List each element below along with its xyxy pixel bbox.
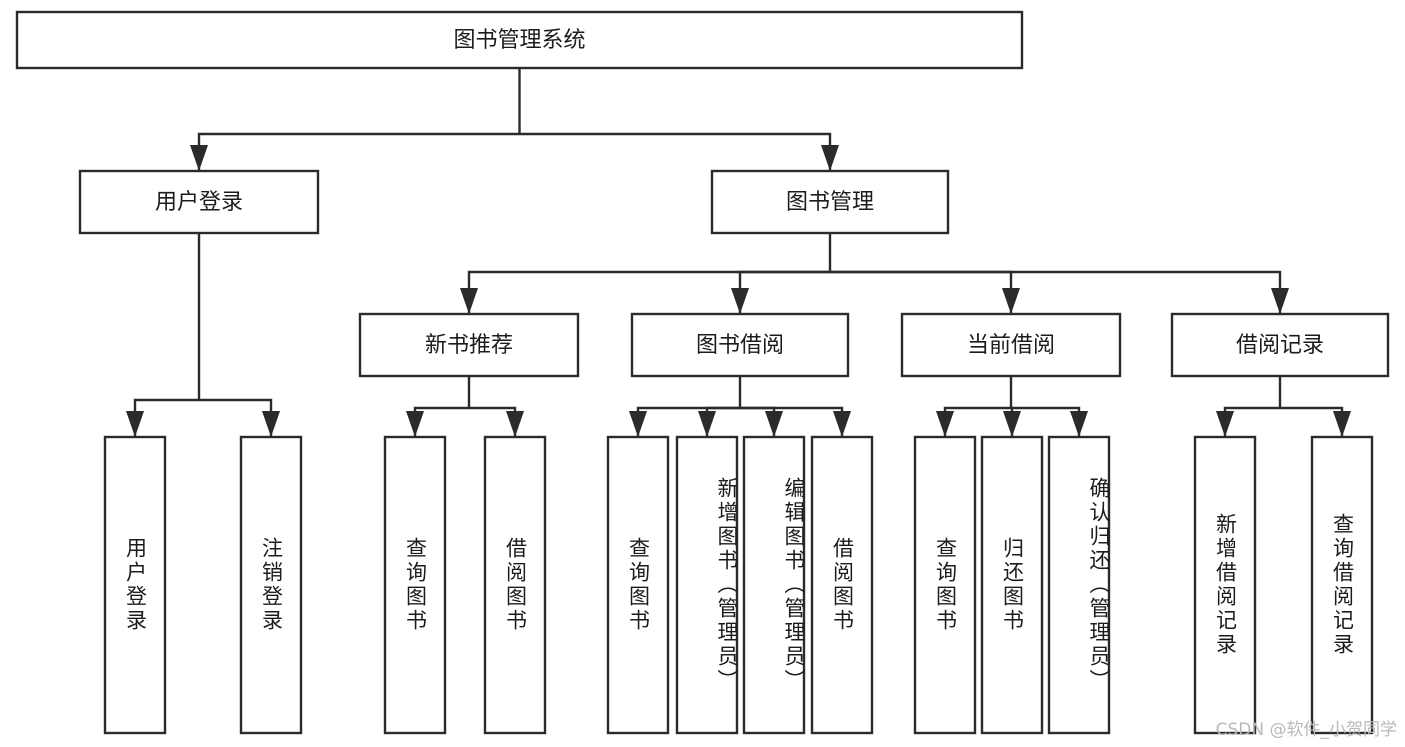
node-box-leaf-edit-book[interactable] [742, 435, 806, 735]
arrow-head-icon [262, 411, 280, 437]
node-box-leaf-query-borrow-record[interactable] [1310, 435, 1374, 735]
arrow-head-icon [1271, 288, 1289, 314]
node-box-leaf-add-borrow-record[interactable] [1193, 435, 1257, 735]
arrow-head-icon [460, 288, 478, 314]
node-box-current-borrow[interactable] [900, 312, 1122, 378]
arrow-head-icon [1070, 411, 1088, 437]
arrow-head-icon [126, 411, 144, 437]
node-box-user-login[interactable] [78, 169, 320, 235]
arrow-head-icon [731, 288, 749, 314]
arrow-head-icon [1002, 288, 1020, 314]
node-box-leaf-confirm-return[interactable] [1047, 435, 1111, 735]
arrow-head-icon [1003, 411, 1021, 437]
arrow-head-icon [1333, 411, 1351, 437]
node-box-leaf-user-login[interactable] [103, 435, 167, 735]
node-label-current-borrow: 当前借阅 [967, 333, 1055, 358]
connector-root-book-management [519, 132, 832, 171]
node-box-borrow-record[interactable] [1170, 312, 1390, 378]
csdn-watermark: CSDN @软件_小贺同学 [1215, 720, 1397, 740]
connector-book-borrow-leaf-borrow-book [740, 406, 844, 437]
connector-book-borrow-leaf-query-book-borrow [636, 406, 740, 437]
node-box-leaf-add-book[interactable] [675, 435, 739, 735]
connector-user-login-leaf-user-login [133, 398, 199, 437]
node-box-new-book-recommend[interactable] [358, 312, 580, 378]
arrow-head-icon [821, 145, 839, 171]
connector-book-management-current-borrow [830, 270, 1013, 314]
connector-current-borrow-leaf-query-book-current [943, 406, 1011, 437]
arrow-head-icon [629, 411, 647, 437]
connector-book-management-borrow-record [830, 270, 1282, 314]
arrow-head-icon [1216, 411, 1234, 437]
boxes-layer [15, 10, 1390, 735]
node-box-leaf-logout[interactable] [239, 435, 303, 735]
node-box-book-management[interactable] [710, 169, 950, 235]
connector-book-management-new-book-recommend [467, 270, 830, 314]
node-box-book-borrow[interactable] [630, 312, 850, 378]
node-label-new-book-recommend: 新书推荐 [425, 333, 513, 358]
arrow-head-icon [506, 411, 524, 437]
connector-root-user-login [197, 132, 520, 171]
arrow-head-icon [833, 411, 851, 437]
arrow-head-icon [190, 145, 208, 171]
node-label-borrow-record: 借阅记录 [1236, 333, 1324, 358]
node-label-book-management: 图书管理 [786, 190, 874, 215]
arrow-head-icon [698, 411, 716, 437]
connectors-layer [126, 68, 1351, 437]
node-box-leaf-borrow-book-recommend[interactable] [483, 435, 547, 735]
node-label-root: 图书管理系统 [453, 28, 585, 53]
connector-user-login-leaf-logout [199, 398, 273, 437]
connector-current-borrow-leaf-confirm-return [1011, 406, 1081, 437]
node-label-book-borrow: 图书借阅 [696, 333, 784, 358]
arrow-head-icon [936, 411, 954, 437]
connector-borrow-record-leaf-query-borrow-record [1280, 406, 1344, 437]
node-box-leaf-borrow-book[interactable] [810, 435, 874, 735]
node-box-leaf-query-book-current[interactable] [913, 435, 977, 735]
node-box-leaf-query-book-borrow[interactable] [606, 435, 670, 735]
node-label-user-login: 用户登录 [155, 190, 243, 215]
connector-book-management-book-borrow [738, 270, 830, 314]
node-box-leaf-query-book-recommend[interactable] [383, 435, 447, 735]
arrow-head-icon [406, 411, 424, 437]
node-box-leaf-return-book[interactable] [980, 435, 1044, 735]
node-box-root[interactable] [15, 10, 1024, 70]
arrow-head-icon [765, 411, 783, 437]
